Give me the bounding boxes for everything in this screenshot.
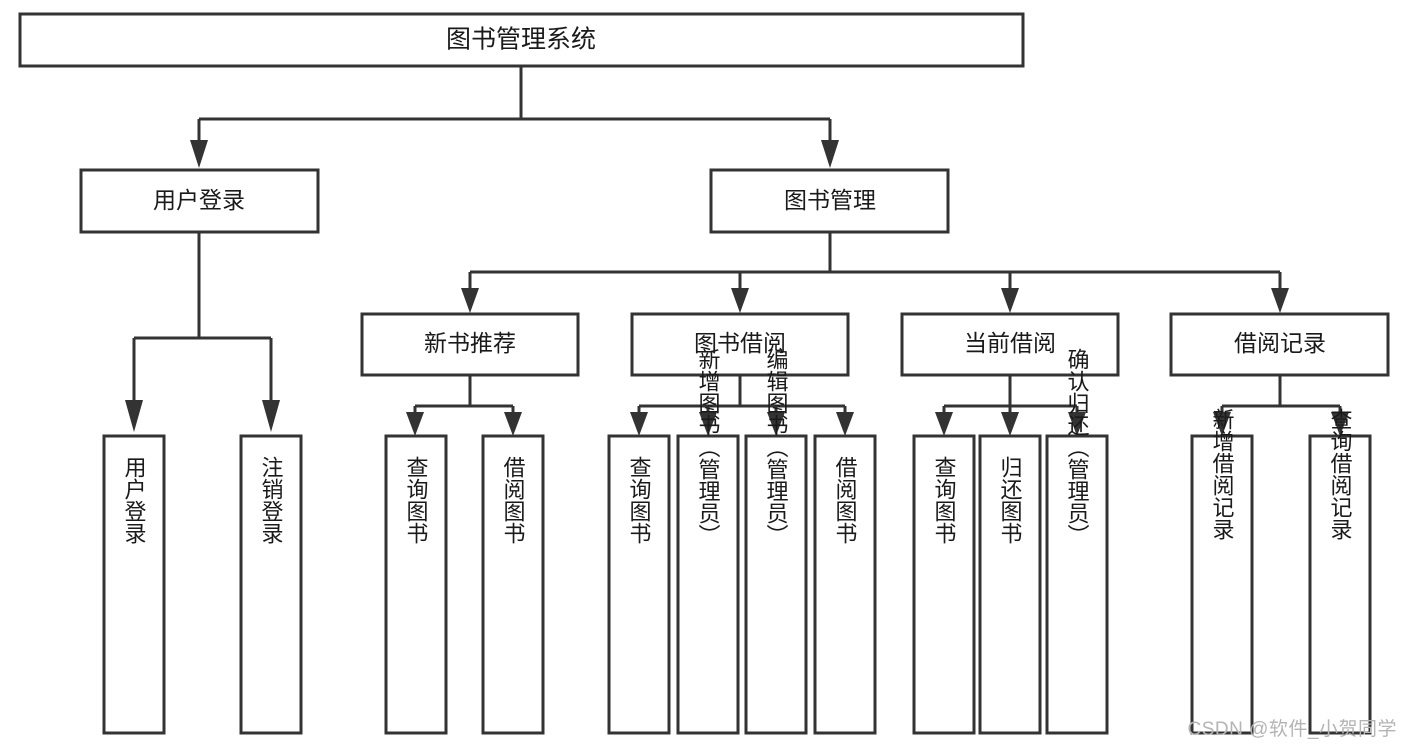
node-root-label: 图书管理系统 xyxy=(446,26,596,54)
arrowhead-book-borrow-leaf-0 xyxy=(630,412,648,436)
leaf-book-borrow-3-box[interactable] xyxy=(813,434,877,735)
node-book-management-box[interactable] xyxy=(709,168,950,234)
node-borrow-record-label: 借阅记录 xyxy=(1234,330,1326,356)
node-book-borrow-label: 图书借阅 xyxy=(694,330,786,356)
node-borrow-record[interactable]: 借阅记录 xyxy=(1169,312,1390,377)
leaf-current-borrow-0[interactable]: 查询图书 xyxy=(912,434,976,735)
node-book-borrow[interactable]: 图书借阅 xyxy=(630,312,850,377)
leaf-user-login-0-box[interactable] xyxy=(102,434,166,735)
arrowhead-book-borrow-leaf-3 xyxy=(836,412,854,436)
leaf-current-borrow-1[interactable]: 归还图书 xyxy=(978,434,1042,735)
leaf-borrow-record-0-box[interactable] xyxy=(1190,434,1254,735)
node-book-borrow-box[interactable] xyxy=(630,312,850,377)
leaf-user-login-0-label: 用户登录 xyxy=(122,456,147,544)
node-current-borrow-label: 当前借阅 xyxy=(964,330,1056,356)
node-new-book-recommend[interactable]: 新书推荐 xyxy=(360,312,580,377)
node-current-borrow-box[interactable] xyxy=(900,312,1120,377)
arrowhead-new-book xyxy=(461,288,479,313)
node-borrow-record-box[interactable] xyxy=(1169,312,1390,377)
arrowhead-user-login-leaf-0 xyxy=(125,400,143,432)
leaf-current-borrow-2-box[interactable] xyxy=(1045,434,1109,735)
leaf-current-borrow-1-box[interactable] xyxy=(978,434,1042,735)
leaf-borrow-record-0-label: 新增借阅记录 xyxy=(1210,408,1235,540)
leaf-borrow-record-1-box[interactable] xyxy=(1308,434,1372,735)
arrowhead-borrow-record-leaf-0 xyxy=(1213,412,1231,436)
node-new-book-recommend-label: 新书推荐 xyxy=(424,330,516,356)
node-book-management-label: 图书管理 xyxy=(784,187,876,213)
arrowhead-current-borrow-leaf-2 xyxy=(1068,412,1086,436)
connector-layer xyxy=(125,66,1349,436)
leaf-user-login-1[interactable]: 注销登录 xyxy=(239,434,303,735)
leaf-book-borrow-3-label: 借阅图书 xyxy=(833,456,858,544)
leaf-book-borrow-3[interactable]: 借阅图书 xyxy=(813,434,877,735)
leaf-user-login-0[interactable]: 用户登录 xyxy=(102,434,166,735)
leaf-borrow-record-0[interactable]: 新增借阅记录 xyxy=(1190,408,1254,735)
leaf-current-borrow-0-box[interactable] xyxy=(912,434,976,735)
node-user-login-box[interactable] xyxy=(79,168,320,234)
leaf-new-book-recommend-0[interactable]: 查询图书 xyxy=(384,434,448,735)
node-root-box[interactable] xyxy=(18,12,1025,68)
leaf-book-borrow-2-label: 编辑图书（管理员） xyxy=(764,348,789,546)
leaf-book-borrow-1-label: 新增图书（管理员） xyxy=(696,348,721,546)
leaf-book-borrow-0-box[interactable] xyxy=(607,434,671,735)
node-user-login[interactable]: 用户登录 xyxy=(79,168,320,234)
arrowhead-borrow-record xyxy=(1271,288,1289,313)
leaf-user-login-1-box[interactable] xyxy=(239,434,303,735)
leaf-book-borrow-0-label: 查询图书 xyxy=(627,456,652,544)
leaf-new-book-recommend-1[interactable]: 借阅图书 xyxy=(481,434,545,735)
leaf-new-book-recommend-1-label: 借阅图书 xyxy=(501,456,526,544)
leaf-new-book-recommend-1-box[interactable] xyxy=(481,434,545,735)
arrowhead-current-borrow-leaf-1 xyxy=(1001,412,1019,436)
csdn-watermark: CSDN @软件_小贺同学 xyxy=(1187,719,1397,740)
arrowhead-new-book-leaf-0 xyxy=(406,412,424,436)
leaf-book-borrow-0[interactable]: 查询图书 xyxy=(607,434,671,735)
arrowhead-borrow-record-leaf-1 xyxy=(1331,412,1349,436)
leaf-borrow-record-1[interactable]: 查询借阅记录 xyxy=(1308,408,1372,735)
leaf-book-borrow-1-box[interactable] xyxy=(676,434,740,735)
node-root-book-management-system[interactable]: 图书管理系统 xyxy=(18,12,1025,68)
leaf-current-borrow-2-label: 确认归还（管理员） xyxy=(1065,348,1090,546)
arrowhead-book-borrow-leaf-2 xyxy=(767,412,785,436)
node-new-book-recommend-box[interactable] xyxy=(360,312,580,377)
arrowhead-book-borrow xyxy=(731,288,749,313)
leaf-current-borrow-1-label: 归还图书 xyxy=(998,456,1023,544)
node-book-management[interactable]: 图书管理 xyxy=(709,168,950,234)
node-current-borrow[interactable]: 当前借阅 xyxy=(900,312,1120,377)
leaf-current-borrow-0-label: 查询图书 xyxy=(932,456,957,544)
leaf-book-borrow-1[interactable]: 新增图书（管理员） xyxy=(676,348,740,735)
node-user-login-label: 用户登录 xyxy=(153,187,245,213)
arrowhead-book-borrow-leaf-1 xyxy=(699,412,717,436)
leaf-book-borrow-2[interactable]: 编辑图书（管理员） xyxy=(744,348,808,735)
leaf-book-borrow-2-box[interactable] xyxy=(744,434,808,735)
leaf-new-book-recommend-0-label: 查询图书 xyxy=(404,456,429,544)
leaf-user-login-1-label: 注销登录 xyxy=(259,456,284,544)
arrowhead-user-login xyxy=(190,140,208,168)
arrowhead-new-book-leaf-1 xyxy=(504,412,522,436)
arrowhead-book-mgmt xyxy=(821,140,839,168)
arrowhead-user-login-leaf-1 xyxy=(262,400,280,432)
arrowhead-current-borrow xyxy=(1001,288,1019,313)
leaf-new-book-recommend-0-box[interactable] xyxy=(384,434,448,735)
arrowhead-current-borrow-leaf-0 xyxy=(935,412,953,436)
leaf-borrow-record-1-label: 查询借阅记录 xyxy=(1328,408,1353,540)
leaf-current-borrow-2[interactable]: 确认归还（管理员） xyxy=(1045,348,1109,735)
